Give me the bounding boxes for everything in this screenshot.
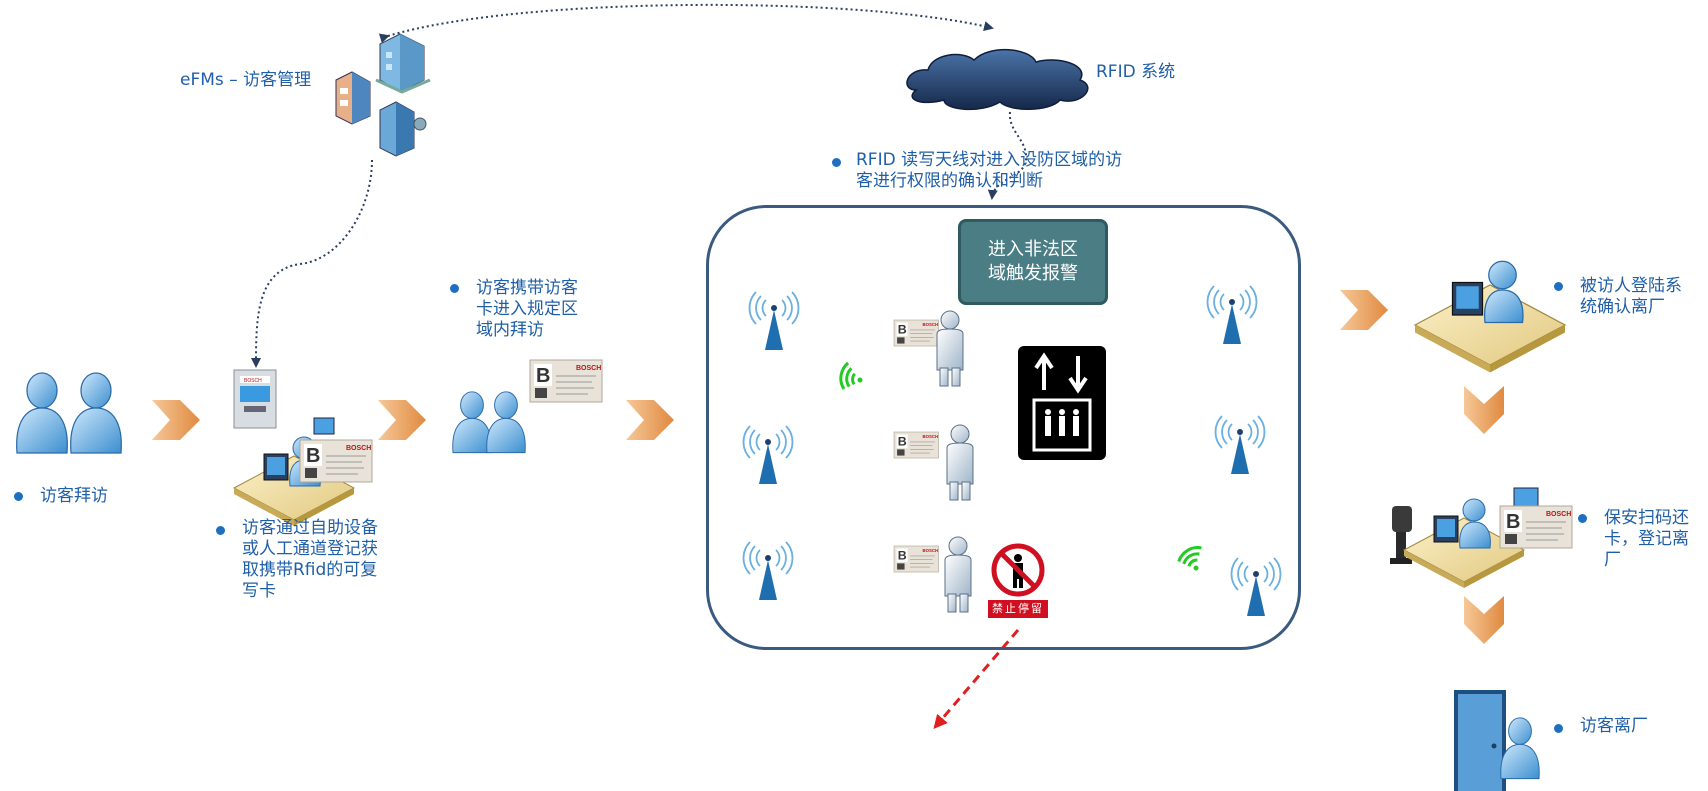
building-icon bbox=[335, 71, 371, 125]
door-icon bbox=[1454, 690, 1506, 791]
person-icon bbox=[70, 372, 122, 454]
kiosk-brand: BOSCH bbox=[244, 378, 262, 384]
rfid-system-label: RFID 系统 bbox=[1096, 62, 1176, 82]
guard-scan-line-1: 保安扫码还 bbox=[1604, 508, 1689, 528]
bullet bbox=[450, 284, 459, 293]
carry-card-line-2: 卡进入规定区 bbox=[476, 299, 578, 319]
bullet bbox=[832, 158, 841, 167]
host-confirm-line-2: 统确认离厂 bbox=[1580, 297, 1665, 317]
monitor-icon bbox=[1513, 487, 1539, 509]
register-line-2: 或人工通道登记获 bbox=[242, 539, 378, 559]
person-icon bbox=[452, 391, 492, 454]
bullet bbox=[216, 526, 225, 535]
cloud-icon bbox=[906, 48, 1089, 111]
host-confirm-line-1: 被访人登陆系 bbox=[1580, 276, 1682, 296]
efms-label: eFMs – 访客管理 bbox=[180, 70, 312, 90]
alarm-line-2: 域触发报警 bbox=[988, 263, 1078, 284]
alarm-line-1: 进入非法区 bbox=[988, 239, 1078, 260]
carry-card-line-1: 访客携带访客 bbox=[476, 278, 578, 298]
monitor-icon bbox=[313, 417, 335, 435]
visitor-card-icon bbox=[1499, 505, 1573, 549]
guard-scan-label: 保安扫码还 卡，登记离 厂 bbox=[1604, 508, 1689, 571]
rfid-antenna-label: RFID 读写天线对进入设防区域的访 客进行权限的确认和判断 bbox=[856, 150, 1122, 192]
chevron-arrow-icon bbox=[1340, 290, 1388, 330]
bullet bbox=[1554, 724, 1563, 733]
carry-card-line-3: 域内拜访 bbox=[476, 320, 544, 340]
chevron-arrow-icon bbox=[378, 400, 426, 440]
barcode-scanner-icon bbox=[1390, 506, 1412, 564]
rfid-zone-link bbox=[987, 111, 1028, 200]
rfid-antenna-line-1: RFID 读写天线对进入设防区域的访 bbox=[856, 150, 1123, 170]
guard-scan-line-3: 厂 bbox=[1604, 550, 1621, 570]
alarm-box: 进入非法区 域触发报警 bbox=[958, 219, 1108, 305]
desk-operator-icon bbox=[1414, 260, 1566, 374]
visitor-leave-label: 访客离厂 bbox=[1580, 716, 1648, 736]
rfid-antenna-line-2: 客进行权限的确认和判断 bbox=[856, 171, 1043, 191]
guard-scan-line-2: 卡，登记离 bbox=[1604, 529, 1689, 549]
no-stay-label: 禁止停留 bbox=[988, 600, 1048, 618]
bullet bbox=[14, 492, 23, 501]
register-line-3: 取携带Rfid的可复 bbox=[242, 560, 378, 580]
efms-kiosk-link bbox=[251, 159, 373, 368]
visitor-card-icon bbox=[299, 439, 373, 483]
chevron-arrow-icon bbox=[1464, 596, 1504, 644]
bullet bbox=[1554, 282, 1563, 291]
register-line-1: 访客通过自助设备 bbox=[242, 518, 378, 538]
bullet bbox=[1578, 514, 1587, 523]
person-icon bbox=[1500, 717, 1540, 780]
building-icon bbox=[375, 33, 431, 94]
efms-rfid-link bbox=[378, 3, 994, 44]
chevron-arrow-icon bbox=[626, 400, 674, 440]
chevron-arrow-icon bbox=[152, 400, 200, 440]
no-stay-sign-icon bbox=[991, 543, 1045, 597]
alarm-exit-arrow bbox=[933, 629, 1020, 730]
secured-zone bbox=[706, 205, 1301, 650]
elevator-icon bbox=[1018, 346, 1106, 460]
host-confirm-label: 被访人登陆系 统确认离厂 bbox=[1580, 276, 1682, 318]
visitor-visit-label: 访客拜访 bbox=[40, 486, 108, 506]
kiosk-icon: BOSCH bbox=[233, 369, 277, 429]
register-label: 访客通过自助设备 或人工通道登记获 取携带Rfid的可复 写卡 bbox=[242, 518, 378, 602]
building-icon bbox=[379, 101, 427, 157]
person-icon bbox=[16, 372, 68, 454]
carry-card-label: 访客携带访客 卡进入规定区 域内拜访 bbox=[476, 278, 578, 341]
person-icon bbox=[486, 391, 526, 454]
register-line-4: 写卡 bbox=[242, 581, 276, 601]
visitor-card-icon bbox=[529, 359, 603, 403]
chevron-arrow-icon bbox=[1464, 386, 1504, 434]
